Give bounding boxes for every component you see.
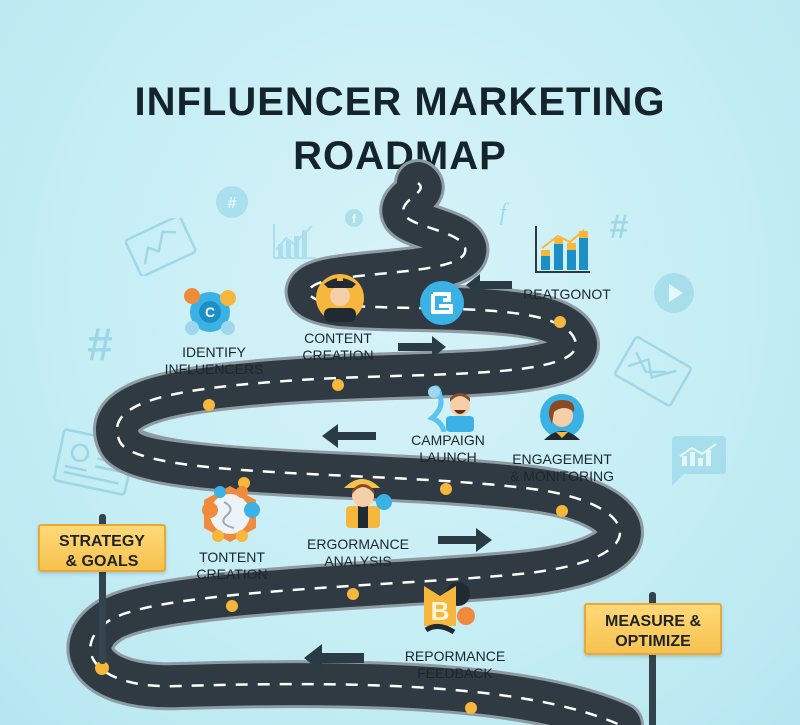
svg-text:C: C	[205, 304, 215, 320]
step-reatgonot: REATGONOT	[523, 286, 611, 302]
end-sign-post	[649, 592, 656, 725]
hashtag-icon: #	[87, 322, 113, 366]
arrow-left-icon	[466, 274, 512, 296]
hashtag-bubble-icon: #	[216, 186, 248, 218]
b-badge-icon: B	[424, 582, 475, 635]
chart-bubble-icon	[672, 436, 726, 486]
woman-avatar-icon	[540, 394, 584, 440]
start-sign-post	[99, 514, 106, 664]
hexagon-hub-icon	[202, 486, 260, 542]
analyst-avatar-icon	[344, 479, 392, 528]
arrow-right-icon	[398, 336, 446, 358]
arrow-left-icon	[304, 644, 364, 672]
svg-text:f: f	[500, 200, 510, 226]
chart-screen-icon	[125, 218, 197, 276]
facebook-circle-icon: f	[345, 209, 363, 227]
svg-text:#: #	[228, 195, 237, 212]
growth-bars-icon	[273, 224, 316, 259]
svg-text:f: f	[352, 212, 357, 226]
arrow-right-icon	[438, 528, 492, 552]
play-circle-icon	[654, 273, 694, 313]
connect-badge-icon	[420, 281, 464, 325]
facebook-f-icon: f	[500, 200, 510, 226]
arrow-left-icon	[322, 424, 376, 448]
strategy-goals-sign: STRATEGY& GOALS	[38, 524, 166, 572]
svg-text:#: #	[87, 322, 113, 366]
hashtag-icon: #	[610, 208, 629, 242]
network-hub-icon: C	[184, 288, 236, 335]
analytics-screen-icon	[614, 336, 692, 407]
reatgonot-bar-chart-icon	[535, 226, 590, 273]
svg-text:#: #	[610, 208, 629, 242]
officer-avatar-icon	[316, 274, 364, 322]
svg-text:B: B	[431, 596, 450, 626]
man-avatar-icon	[427, 385, 474, 432]
title-line-1: INFLUENCER MARKETING	[134, 80, 666, 124]
road-markers	[95, 316, 568, 714]
step-engagement-monitoring: ENGAGEMENT& MONITORING	[510, 451, 614, 484]
measure-optimize-sign: MEASURE &OPTIMIZE	[584, 603, 722, 655]
